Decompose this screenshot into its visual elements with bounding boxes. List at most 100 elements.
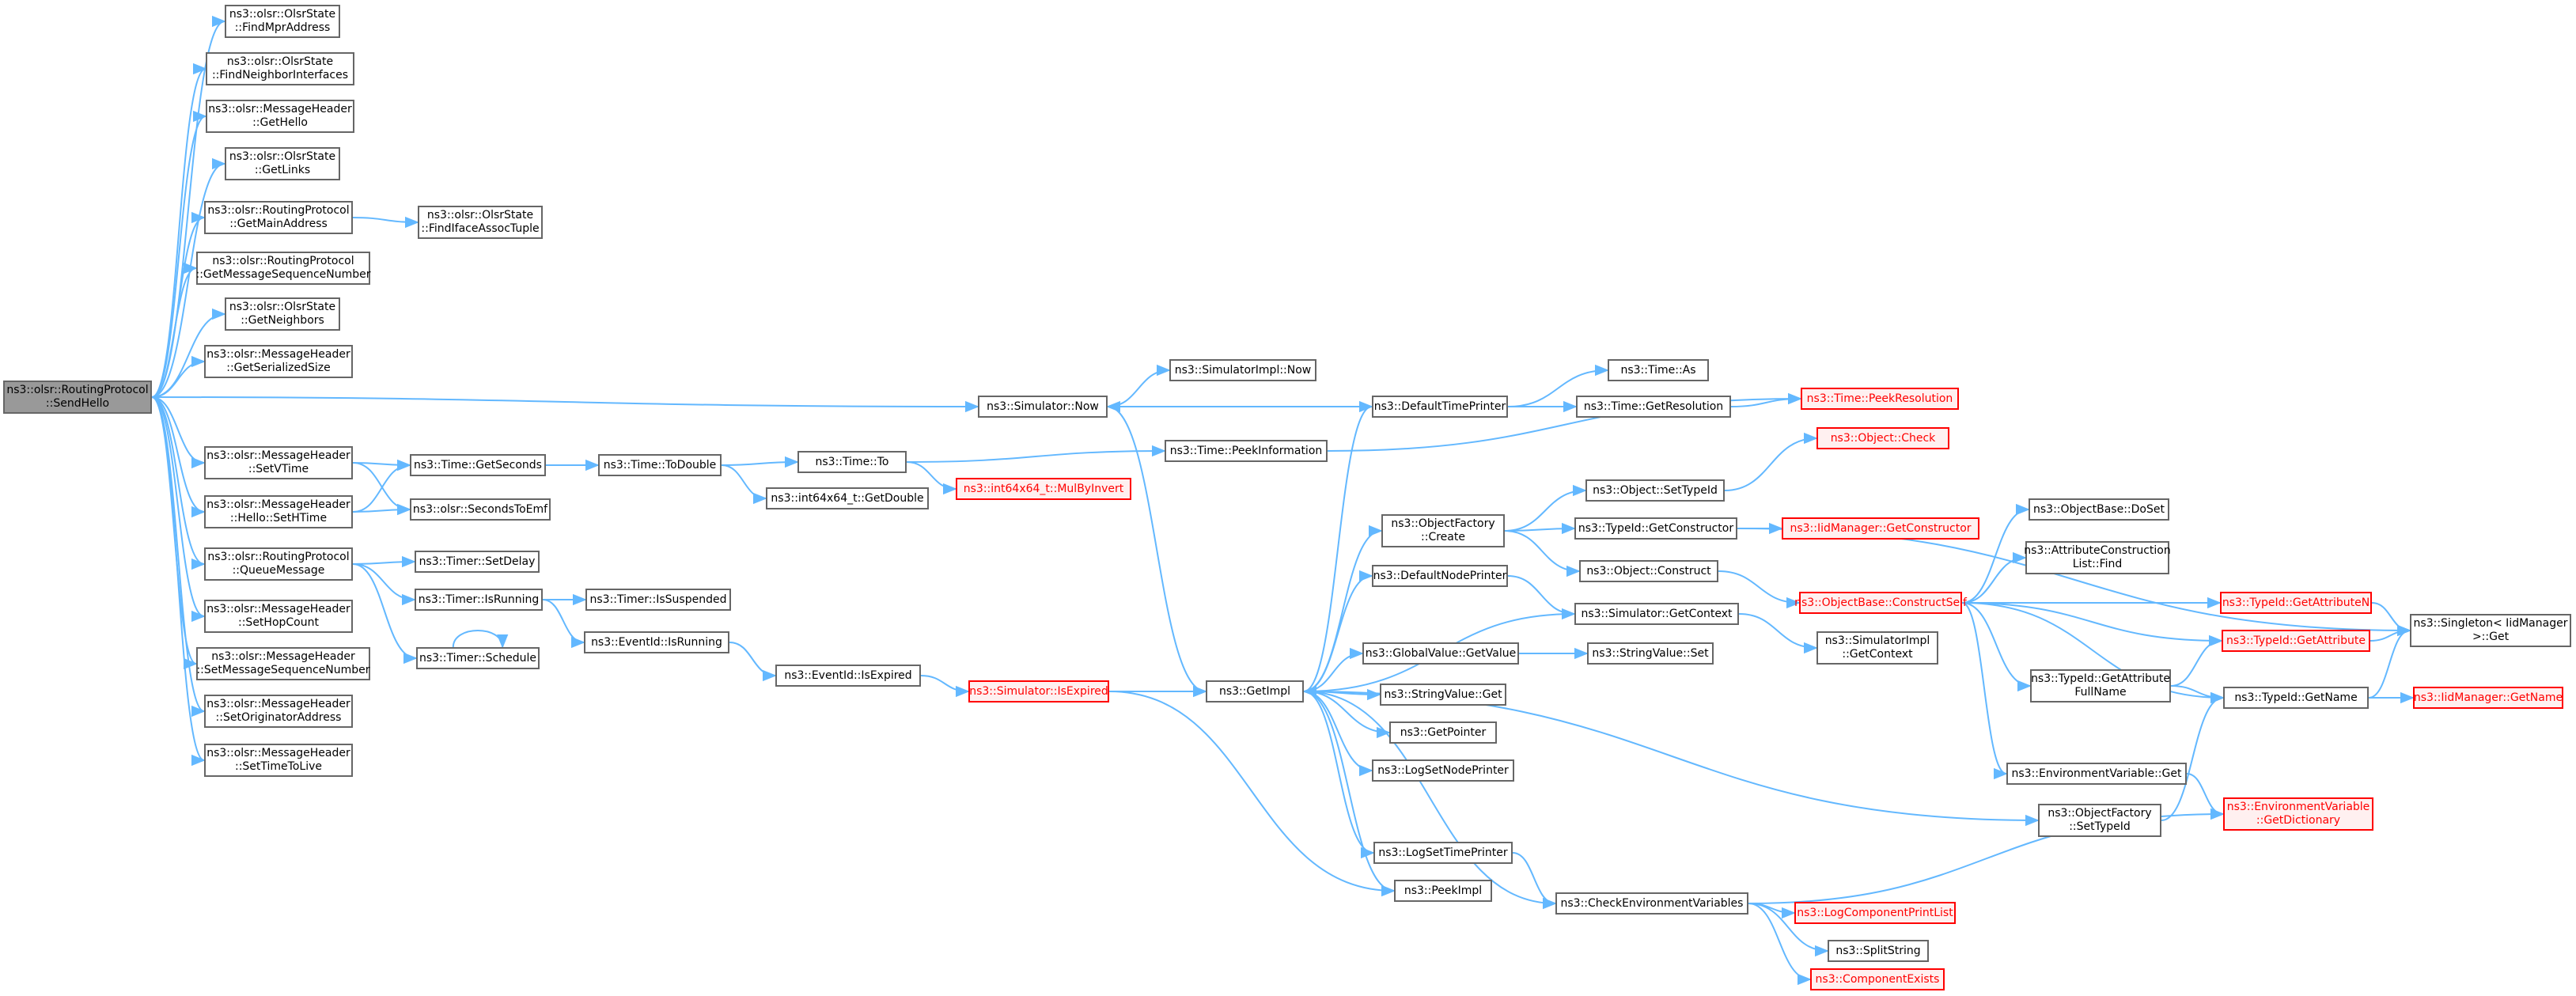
edge-evIsExpired-to-simIsExpired <box>920 675 970 698</box>
edge-objFactSetTypeId-to-typeIdGetName <box>2161 691 2225 821</box>
edge-simIsExpired-to-peekImpl <box>1108 691 1396 897</box>
node-label: ns3::SimulatorImpl <box>1824 634 1930 647</box>
edge-root-to-getMsgSeq <box>151 262 198 398</box>
node-defNodePrinter[interactable]: ns3::DefaultNodePrinter <box>1372 565 1508 587</box>
edge-checkEnv-to-compExists <box>1748 903 1812 986</box>
node-objSetTypeId[interactable]: ns3::Object::SetTypeId <box>1585 479 1725 502</box>
node-getImpl[interactable]: ns3::GetImpl <box>1206 680 1304 703</box>
node-iidGetName[interactable]: ns3::IidManager::GetName <box>2413 687 2563 709</box>
node-simGetContext[interactable]: ns3::Simulator::GetContext <box>1574 603 1739 625</box>
node-timerIsSusp[interactable]: ns3::Timer::IsSuspended <box>585 589 731 611</box>
node-setOrig[interactable]: ns3::olsr::MessageHeader::SetOriginatorA… <box>204 695 353 728</box>
node-timeAs[interactable]: ns3::Time::As <box>1608 359 1709 381</box>
node-getSeconds[interactable]: ns3::Time::GetSeconds <box>410 454 546 476</box>
node-compExists[interactable]: ns3::ComponentExists <box>1810 968 1945 990</box>
node-evIsExpired[interactable]: ns3::EventId::IsExpired <box>775 665 921 687</box>
edge-setVTime-to-secToEmf <box>352 462 411 516</box>
node-objBaseDoSet[interactable]: ns3::ObjectBase::DoSet <box>2029 498 2169 521</box>
node-getHello[interactable]: ns3::olsr::MessageHeader::GetHello <box>206 100 354 133</box>
node-svGet[interactable]: ns3::StringValue::Get <box>1380 684 1506 706</box>
node-getPointer[interactable]: ns3::GetPointer <box>1389 721 1497 744</box>
node-getMainAddr[interactable]: ns3::olsr::RoutingProtocol::GetMainAddre… <box>204 201 353 234</box>
edge-objConstruct-to-objBaseConstruct <box>1718 570 1801 609</box>
node-label: ns3::LogSetTimePrinter <box>1378 846 1508 859</box>
node-timerIsRunning[interactable]: ns3::Timer::IsRunning <box>415 589 543 611</box>
node-envGet[interactable]: ns3::EnvironmentVariable::Get <box>2006 763 2187 785</box>
node-implNow[interactable]: ns3::SimulatorImpl::Now <box>1169 359 1316 381</box>
edge-getImpl-to-gvGetValue <box>1303 647 1364 692</box>
node-objConstruct[interactable]: ns3::Object::Construct <box>1579 560 1718 582</box>
node-label: ns3::Simulator::GetContext <box>1581 607 1733 620</box>
node-logSetTime[interactable]: ns3::LogSetTimePrinter <box>1373 842 1513 864</box>
node-getNeighbors[interactable]: ns3::olsr::OlsrState::GetNeighbors <box>225 297 340 331</box>
node-gvGetValue[interactable]: ns3::GlobalValue::GetValue <box>1362 642 1519 665</box>
node-setDelay[interactable]: ns3::Timer::SetDelay <box>415 551 540 573</box>
node-simIsExpired[interactable]: ns3::Simulator::IsExpired <box>968 680 1109 703</box>
node-setHTime[interactable]: ns3::olsr::MessageHeader::Hello::SetHTim… <box>204 495 353 528</box>
node-objFactCreate[interactable]: ns3::ObjectFactory::Create <box>1381 514 1505 547</box>
node-simNow[interactable]: ns3::Simulator::Now <box>978 396 1108 418</box>
node-timerSched[interactable]: ns3::Timer::Schedule <box>416 647 540 669</box>
node-peekImpl[interactable]: ns3::PeekImpl <box>1394 880 1492 902</box>
node-svSet[interactable]: ns3::StringValue::Set <box>1587 642 1714 665</box>
node-peekInfo[interactable]: ns3::Time::PeekInformation <box>1165 440 1328 462</box>
node-iidGetCtor[interactable]: ns3::IidManager::GetConstructor <box>1782 517 1979 540</box>
edge-root-to-queueMsg <box>151 396 206 570</box>
node-findNeigh[interactable]: ns3::olsr::OlsrState::FindNeighborInterf… <box>206 52 354 85</box>
edge-root-to-simNow <box>151 396 979 413</box>
node-logCompPrint[interactable]: ns3::LogComponentPrintList <box>1794 902 1956 924</box>
node-objBaseConstruct[interactable]: ns3::ObjectBase::ConstructSelf <box>1794 592 1967 614</box>
edge-root-to-getSerSize <box>151 355 206 398</box>
node-queueMsg[interactable]: ns3::olsr::RoutingProtocol::QueueMessage <box>204 547 353 581</box>
node-label: ::SetMessageSequenceNumber <box>196 664 370 676</box>
node-label: ns3::olsr::OlsrState <box>426 209 534 222</box>
edge-typeIdGetName-to-singletonGet <box>2368 624 2411 699</box>
node-root[interactable]: ns3::olsr::RoutingProtocol::SendHello <box>3 381 152 414</box>
node-setVTime[interactable]: ns3::olsr::MessageHeader::SetVTime <box>204 446 353 479</box>
node-label: ns3::EnvironmentVariable <box>2226 801 2370 813</box>
node-implGetContext[interactable]: ns3::SimulatorImpl::GetContext <box>1816 631 1938 665</box>
node-label: ns3::olsr::MessageHeader <box>208 103 352 116</box>
node-setTTL[interactable]: ns3::olsr::MessageHeader::SetTimeToLive <box>204 744 353 777</box>
node-label: ::GetNeighbors <box>241 314 324 327</box>
node-setMsgSeq[interactable]: ns3::olsr::MessageHeader::SetMessageSequ… <box>196 647 370 680</box>
node-objFactSetTypeId[interactable]: ns3::ObjectFactory::SetTypeId <box>2038 804 2161 837</box>
node-checkEnv[interactable]: ns3::CheckEnvironmentVariables <box>1555 892 1748 915</box>
edge-objBaseConstruct-to-typeIdGetAttrFull <box>1961 602 2032 692</box>
edge-queueMsg-to-timerSched <box>352 563 418 665</box>
node-getLinks[interactable]: ns3::olsr::OlsrState::GetLinks <box>225 147 340 180</box>
node-timeTo[interactable]: ns3::Time::To <box>797 451 907 473</box>
node-findMpr[interactable]: ns3::olsr::OlsrState::FindMprAddress <box>225 5 340 38</box>
node-label: ns3::olsr::RoutingProtocol <box>207 204 350 217</box>
edge-getImpl-to-objFactCreate <box>1303 525 1383 692</box>
node-typeIdGetAttrN[interactable]: ns3::TypeId::GetAttributeN <box>2220 592 2372 614</box>
node-getMsgSeq[interactable]: ns3::olsr::RoutingProtocol::GetMessageSe… <box>195 252 371 285</box>
node-objCheck[interactable]: ns3::Object::Check <box>1816 427 1949 449</box>
node-getRes[interactable]: ns3::Time::GetResolution <box>1576 396 1731 418</box>
node-findIface[interactable]: ns3::olsr::OlsrState::FindIfaceAssocTupl… <box>418 206 543 239</box>
node-toDouble[interactable]: ns3::Time::ToDouble <box>598 454 722 476</box>
node-mulByInvert[interactable]: ns3::int64x64_t::MulByInvert <box>956 478 1131 500</box>
node-splitString[interactable]: ns3::SplitString <box>1828 940 1929 962</box>
node-defTimePrinter[interactable]: ns3::DefaultTimePrinter <box>1372 396 1508 418</box>
node-getDouble[interactable]: ns3::int64x64_t::GetDouble <box>766 487 929 509</box>
edge-getImpl-to-logSetTime <box>1303 691 1375 859</box>
node-logSetNode[interactable]: ns3::LogSetNodePrinter <box>1372 759 1514 782</box>
node-secToEmf[interactable]: ns3::olsr::SecondsToEmf <box>410 498 551 521</box>
node-label: ns3::olsr::MessageHeader <box>206 348 350 361</box>
node-peekRes[interactable]: ns3::Time::PeekResolution <box>1801 388 1959 410</box>
node-typeIdGetAttr[interactable]: ns3::TypeId::GetAttribute <box>2222 630 2370 652</box>
node-envGetDict[interactable]: ns3::EnvironmentVariable::GetDictionary <box>2223 797 2373 831</box>
node-evIsRunning[interactable]: ns3::EventId::IsRunning <box>584 631 729 653</box>
node-typeIdGetCtor[interactable]: ns3::TypeId::GetConstructor <box>1574 517 1737 540</box>
node-singletonGet[interactable]: ns3::Singleton< IidManager>::Get <box>2410 614 2571 647</box>
node-label: ns3::olsr::MessageHeader <box>206 449 350 462</box>
node-label: ns3::olsr::OlsrState <box>226 55 334 68</box>
node-setHop[interactable]: ns3::olsr::MessageHeader::SetHopCount <box>204 600 353 633</box>
node-getSerSize[interactable]: ns3::olsr::MessageHeader::GetSerializedS… <box>204 345 353 378</box>
node-label: ns3::TypeId::GetAttribute <box>2031 672 2170 685</box>
node-label: ns3::olsr::MessageHeader <box>206 498 350 511</box>
node-typeIdGetName[interactable]: ns3::TypeId::GetName <box>2223 687 2369 709</box>
